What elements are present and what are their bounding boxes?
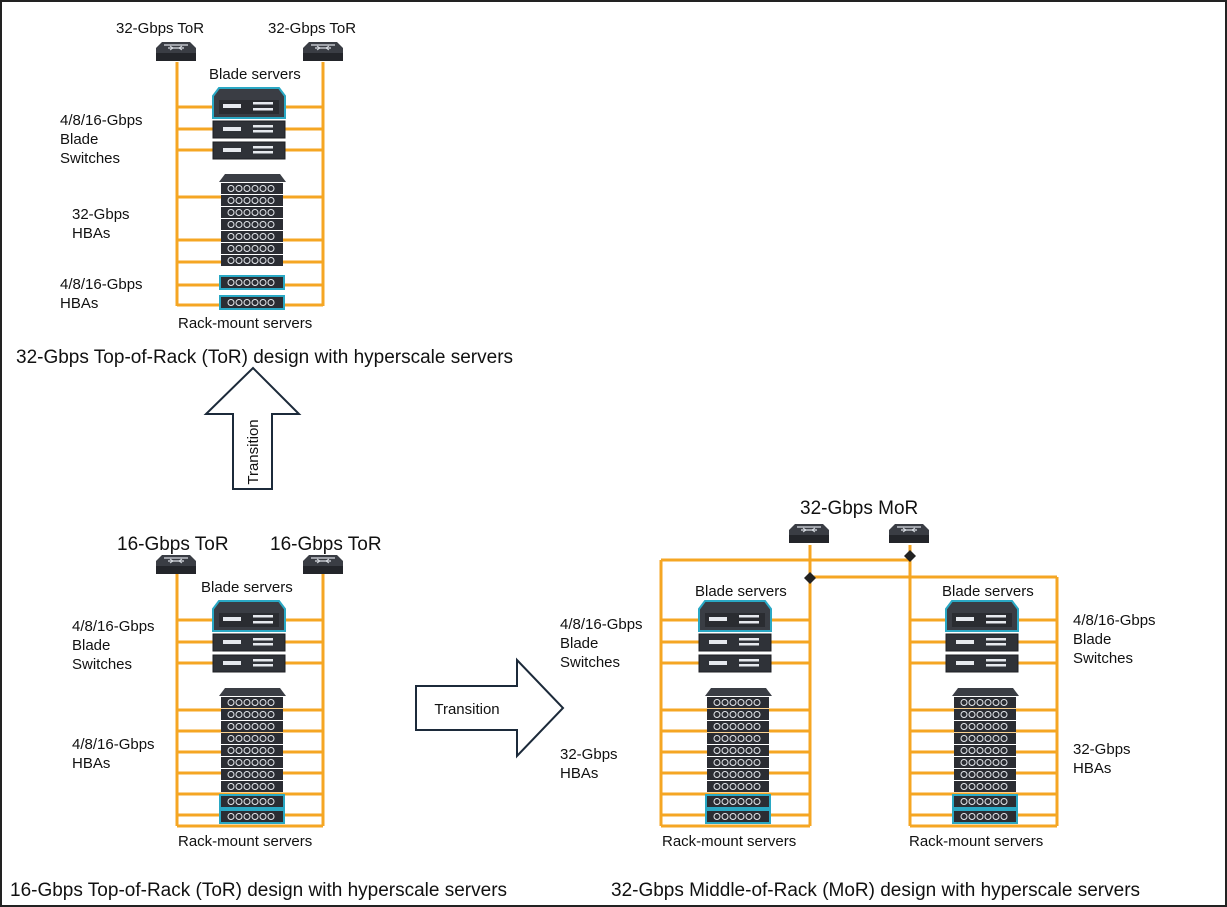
hbas-label: 32-Gbps <box>560 746 618 763</box>
hbas-label: HBAs <box>72 755 110 772</box>
tor-switch-icon <box>302 554 344 575</box>
tor-switch-icon <box>302 41 344 62</box>
blade-server-icon <box>945 600 1019 632</box>
hbas-label: 32-Gbps <box>1073 741 1131 758</box>
hbas-label: HBAs <box>1073 760 1111 777</box>
mor-switch-icon <box>788 523 830 544</box>
switch-label: 16-Gbps ToR <box>270 534 382 555</box>
bottom-left-tor-diagram: 16-Gbps ToR 16-Gbps ToR Blade servers 4/… <box>10 534 507 901</box>
blade-switches-label: Switches <box>560 654 620 671</box>
blade-server-icon <box>212 141 286 160</box>
blade-server-icon <box>212 654 286 673</box>
blade-servers-label: Blade servers <box>201 579 293 596</box>
blade-servers-label: Blade servers <box>942 583 1034 600</box>
junction-icon <box>904 550 916 562</box>
transition-arrow-up: Transition <box>203 366 302 490</box>
blade-switches-label: 4/8/16-Gbps <box>1073 612 1156 629</box>
rack-mount-label: Rack-mount servers <box>178 833 312 850</box>
blade-switches-label: Switches <box>72 656 132 673</box>
top-diagram-caption: 32-Gbps Top-of-Rack (ToR) design with hy… <box>16 347 513 368</box>
blade-server-icon <box>945 654 1019 673</box>
rack-server-stack <box>952 688 1019 824</box>
transition-arrow-right: Transition <box>415 657 565 759</box>
blade-switches-label: Blade <box>1073 631 1111 648</box>
blade-server-icon <box>698 600 772 632</box>
hbas-label: HBAs <box>560 765 598 782</box>
top-tor-diagram: 32-Gbps ToR 32-Gbps ToR Blade servers 4/… <box>16 20 513 368</box>
hbas-label: 4/8/16-Gbps <box>72 736 155 753</box>
tor-switch-icon <box>155 41 197 62</box>
switch-label: 32-Gbps ToR <box>268 20 356 37</box>
hbas-label: 4/8/16-Gbps <box>60 276 143 293</box>
blade-server-icon <box>698 654 772 673</box>
switch-label: 16-Gbps ToR <box>117 534 229 555</box>
blade-switches-label: 4/8/16-Gbps <box>560 616 643 633</box>
blade-server-icon <box>698 633 772 652</box>
blade-servers-label: Blade servers <box>695 583 787 600</box>
rack-mount-label: Rack-mount servers <box>909 833 1043 850</box>
mor-switch-icon <box>888 523 930 544</box>
blade-switches-label: 4/8/16-Gbps <box>60 112 143 129</box>
blade-server-icon <box>212 633 286 652</box>
blade-server-icon <box>212 87 286 119</box>
blade-server-icon <box>945 633 1019 652</box>
junction-icon <box>804 572 816 584</box>
hbas-label: HBAs <box>72 225 110 242</box>
blade-server-icon <box>212 120 286 139</box>
transition-label: Transition <box>434 701 499 718</box>
hbas-label: HBAs <box>60 295 98 312</box>
blade-switches-label: Blade <box>72 637 110 654</box>
blade-switches-label: Switches <box>60 150 120 167</box>
switch-label: 32-Gbps MoR <box>800 498 918 519</box>
tor-switch-icon <box>155 554 197 575</box>
rack-server-stack <box>219 688 286 824</box>
rack-mount-label: Rack-mount servers <box>178 315 312 332</box>
transition-label: Transition <box>245 419 262 484</box>
blade-switches-label: Blade <box>60 131 98 148</box>
rack-server-stack <box>705 688 772 824</box>
switch-label: 32-Gbps ToR <box>116 20 204 37</box>
rack-server-stack <box>219 174 286 310</box>
right-diagram-caption: 32-Gbps Middle-of-Rack (MoR) design with… <box>611 880 1140 901</box>
rack-mount-label: Rack-mount servers <box>662 833 796 850</box>
blade-switches-label: Blade <box>560 635 598 652</box>
blade-servers-label: Blade servers <box>209 66 301 83</box>
bottom-left-caption: 16-Gbps Top-of-Rack (ToR) design with hy… <box>10 880 507 901</box>
blade-switches-label: 4/8/16-Gbps <box>72 618 155 635</box>
hbas-label: 32-Gbps <box>72 206 130 223</box>
blade-server-icon <box>212 600 286 632</box>
right-mor-diagram: 32-Gbps MoR Blade servers 4/8/16-Gbps Bl… <box>560 498 1156 901</box>
blade-switches-label: Switches <box>1073 650 1133 667</box>
